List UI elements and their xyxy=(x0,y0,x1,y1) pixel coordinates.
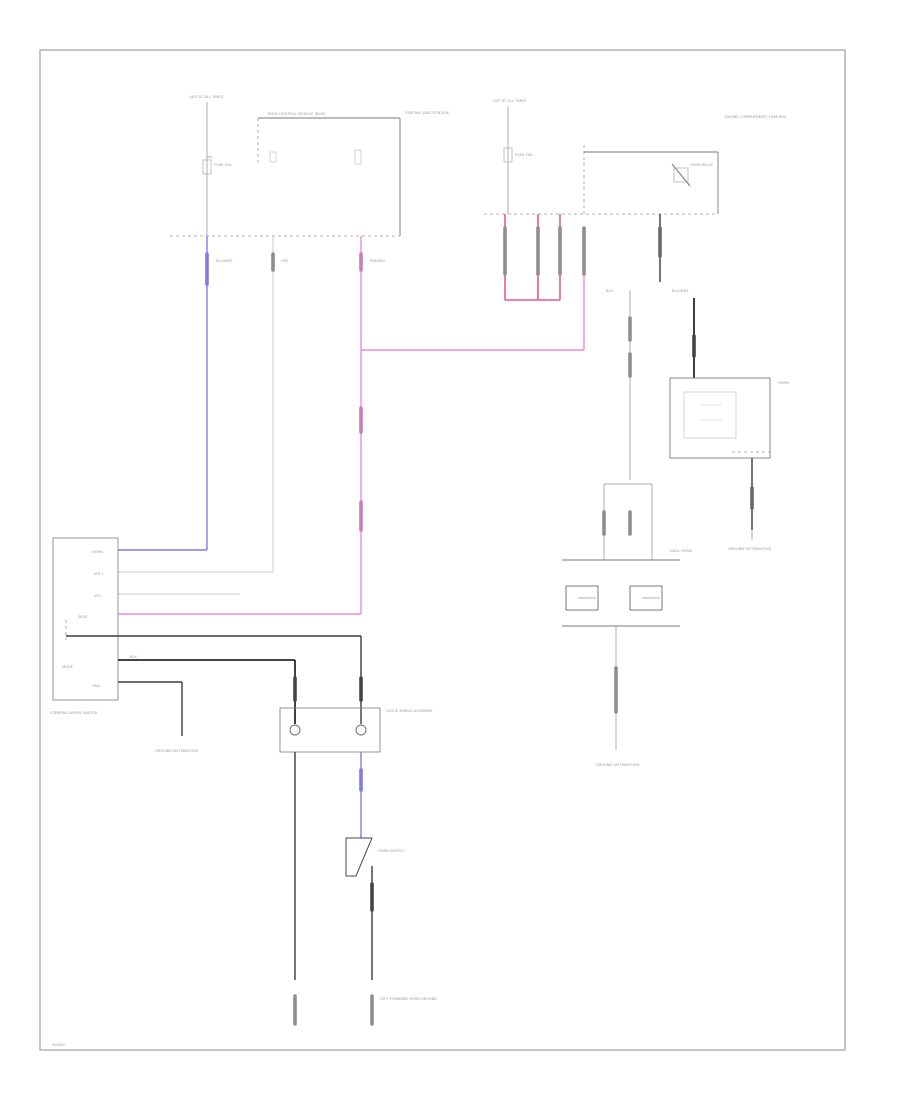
relay-output-left: BLK xyxy=(606,214,662,480)
right-power-feed: HOT AT ALL TIMES FUSE 20A xyxy=(493,99,533,214)
horn-relay-label: HORN RELAY xyxy=(690,163,714,167)
switch-label-seek: SEEK xyxy=(78,615,88,619)
right-fuse-label: FUSE 20A xyxy=(515,153,533,157)
red-wire-bundle xyxy=(503,214,586,301)
steering-wheel-switch: HORN VOL+ VOL- SEEK MODE GND STEERING WH… xyxy=(50,537,119,715)
engine-fuse-box: ENGINE COMPARTMENT FUSE BOX HORN RELAY xyxy=(484,115,787,215)
steering-switch-label: STEERING WHEEL SWITCH xyxy=(50,711,98,715)
pink-wire: PNK/BLU xyxy=(118,236,585,615)
grey-wire-label: GRY xyxy=(281,259,289,263)
right-power-source-label: HOT AT ALL TIMES xyxy=(493,99,527,103)
left-horn-ground-label: LEFT FORWARD HORN GROUND xyxy=(380,997,437,1001)
grey-wire-1: GRY xyxy=(118,236,289,573)
dual-horn-label: DUAL HORN xyxy=(670,549,692,553)
dual-horn-feed-label: BLK xyxy=(606,289,613,293)
blue-wire-label: BLU/WHT xyxy=(216,259,233,263)
pink-wire-label: PNK/BLU xyxy=(370,259,386,263)
switch-label-gnd: GND xyxy=(92,684,100,688)
horn-label: HORN xyxy=(778,381,789,385)
switch-label-vol-up: VOL+ xyxy=(94,572,104,576)
left-power-source-label: HOT AT ALL TIMES xyxy=(190,95,224,99)
blue-wire: BLU/WHT xyxy=(118,236,233,551)
left-power-feed: HOT AT ALL TIMES FUSE 15A xyxy=(190,95,232,236)
relay-output-right: BLK/WHT xyxy=(672,289,696,378)
footer-code: W0000 xyxy=(52,1043,65,1047)
body-control-module: BODY CONTROL MODULE (BCM) CENTRAL JUNCTI… xyxy=(170,111,449,237)
left-fuse-label: FUSE 15A xyxy=(214,163,232,167)
central-junction-label: CENTRAL JUNCTION BOX xyxy=(405,111,449,115)
bcm-label: BODY CONTROL MODULE (BCM) xyxy=(268,112,326,116)
horn-ground-label: GROUND DISTRIBUTION xyxy=(728,547,771,551)
horn-feed-label: BLK/WHT xyxy=(672,289,689,293)
horn-switch-label: HORN SWITCH xyxy=(378,849,404,853)
clock-spring-label: CLOCK SPRING ASSEMBLY xyxy=(386,709,433,713)
bottom-stubs xyxy=(293,994,374,1026)
switch-label-mode: MODE xyxy=(62,665,74,669)
horn: HORN GROUND DISTRIBUTION xyxy=(669,377,789,551)
black-wire-label: BLK xyxy=(130,655,137,659)
diagram-border xyxy=(39,49,846,1051)
dual-horn: DUAL HORN GROUND DISTRIBUTION xyxy=(562,483,692,767)
steering-black-wires: BLK GROUND DISTRIBUTION xyxy=(66,635,363,753)
switch-label-vol-down: VOL- xyxy=(94,594,103,598)
relay-box-label: ENGINE COMPARTMENT FUSE BOX xyxy=(725,115,787,119)
steering-ground-label: GROUND DISTRIBUTION xyxy=(155,749,198,753)
dual-horn-ground-label: GROUND DISTRIBUTION xyxy=(596,763,639,767)
switch-label-horn: HORN xyxy=(92,550,103,554)
horn-switch: HORN SWITCH LEFT FORWARD HORN GROUND xyxy=(345,837,437,1001)
clock-spring: CLOCK SPRING ASSEMBLY xyxy=(279,707,433,980)
